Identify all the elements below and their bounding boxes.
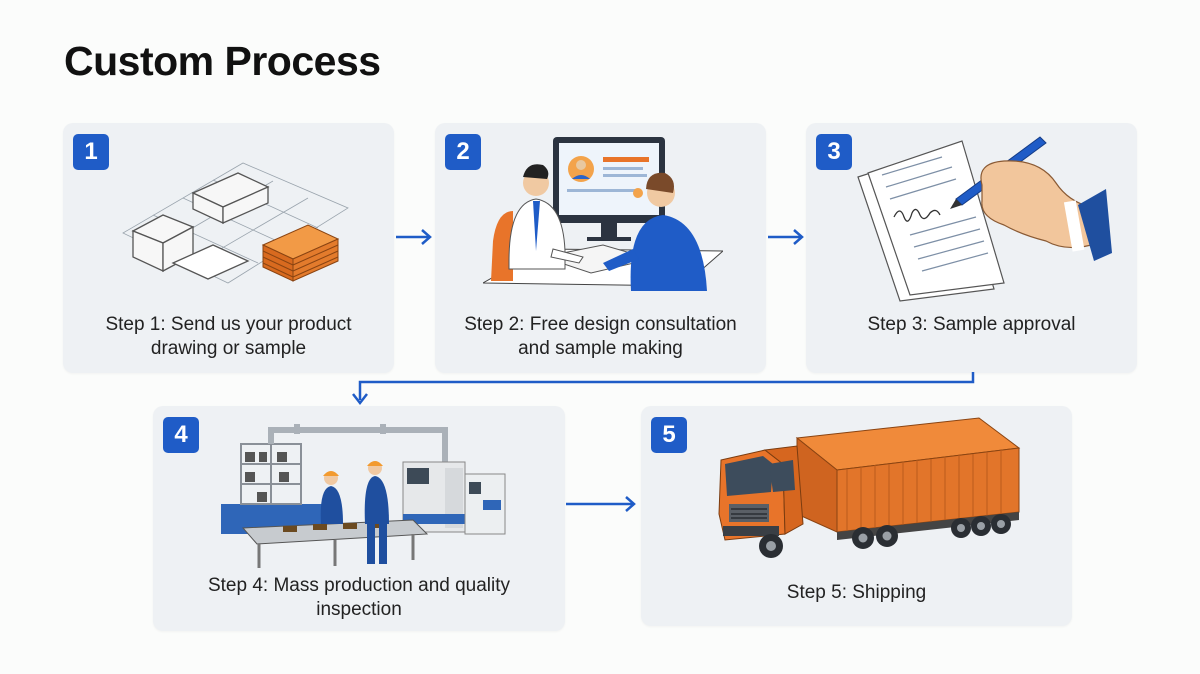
step-2-badge: 2: [445, 134, 481, 170]
step-1-label: Step 1: Send us your product drawing or …: [105, 314, 352, 359]
step-1-badge: 1: [73, 134, 109, 170]
step-5-label: Step 5: Shipping: [786, 582, 927, 603]
arrow-step-1-to-2: [396, 229, 432, 245]
step-5-card: 5 Step 5: Shipping: [641, 406, 1072, 626]
design-consultation-icon: [483, 137, 723, 291]
step-1-card: 1 Step 1: Send us your product drawing o…: [63, 123, 394, 373]
container-truck-icon: [718, 417, 1021, 558]
step-4-label: Step 4: Mass production and quality insp…: [207, 575, 511, 620]
step-3-badge: 3: [816, 134, 852, 170]
arrow-step-2-to-3: [768, 229, 804, 245]
arrow-step-4-to-5: [566, 496, 636, 512]
page-title: Custom Process: [64, 38, 381, 84]
connector-step-3-to-4: [352, 372, 975, 406]
step-3-card: 3 Step 3: Sample approval: [806, 123, 1137, 373]
step-2-card: 2 Step 2: Free design consultation and s…: [435, 123, 766, 373]
step-2-label: Step 2: Free design consultation and sam…: [464, 314, 737, 359]
production-line-icon: [221, 424, 506, 568]
step-4-card: 4: [153, 406, 565, 631]
step-3-label: Step 3: Sample approval: [867, 314, 1076, 335]
step-4-badge: 4: [163, 417, 199, 453]
signing-document-icon: [857, 136, 1112, 302]
step-5-badge: 5: [651, 417, 687, 453]
blueprint-boxes-icon: [122, 162, 349, 284]
